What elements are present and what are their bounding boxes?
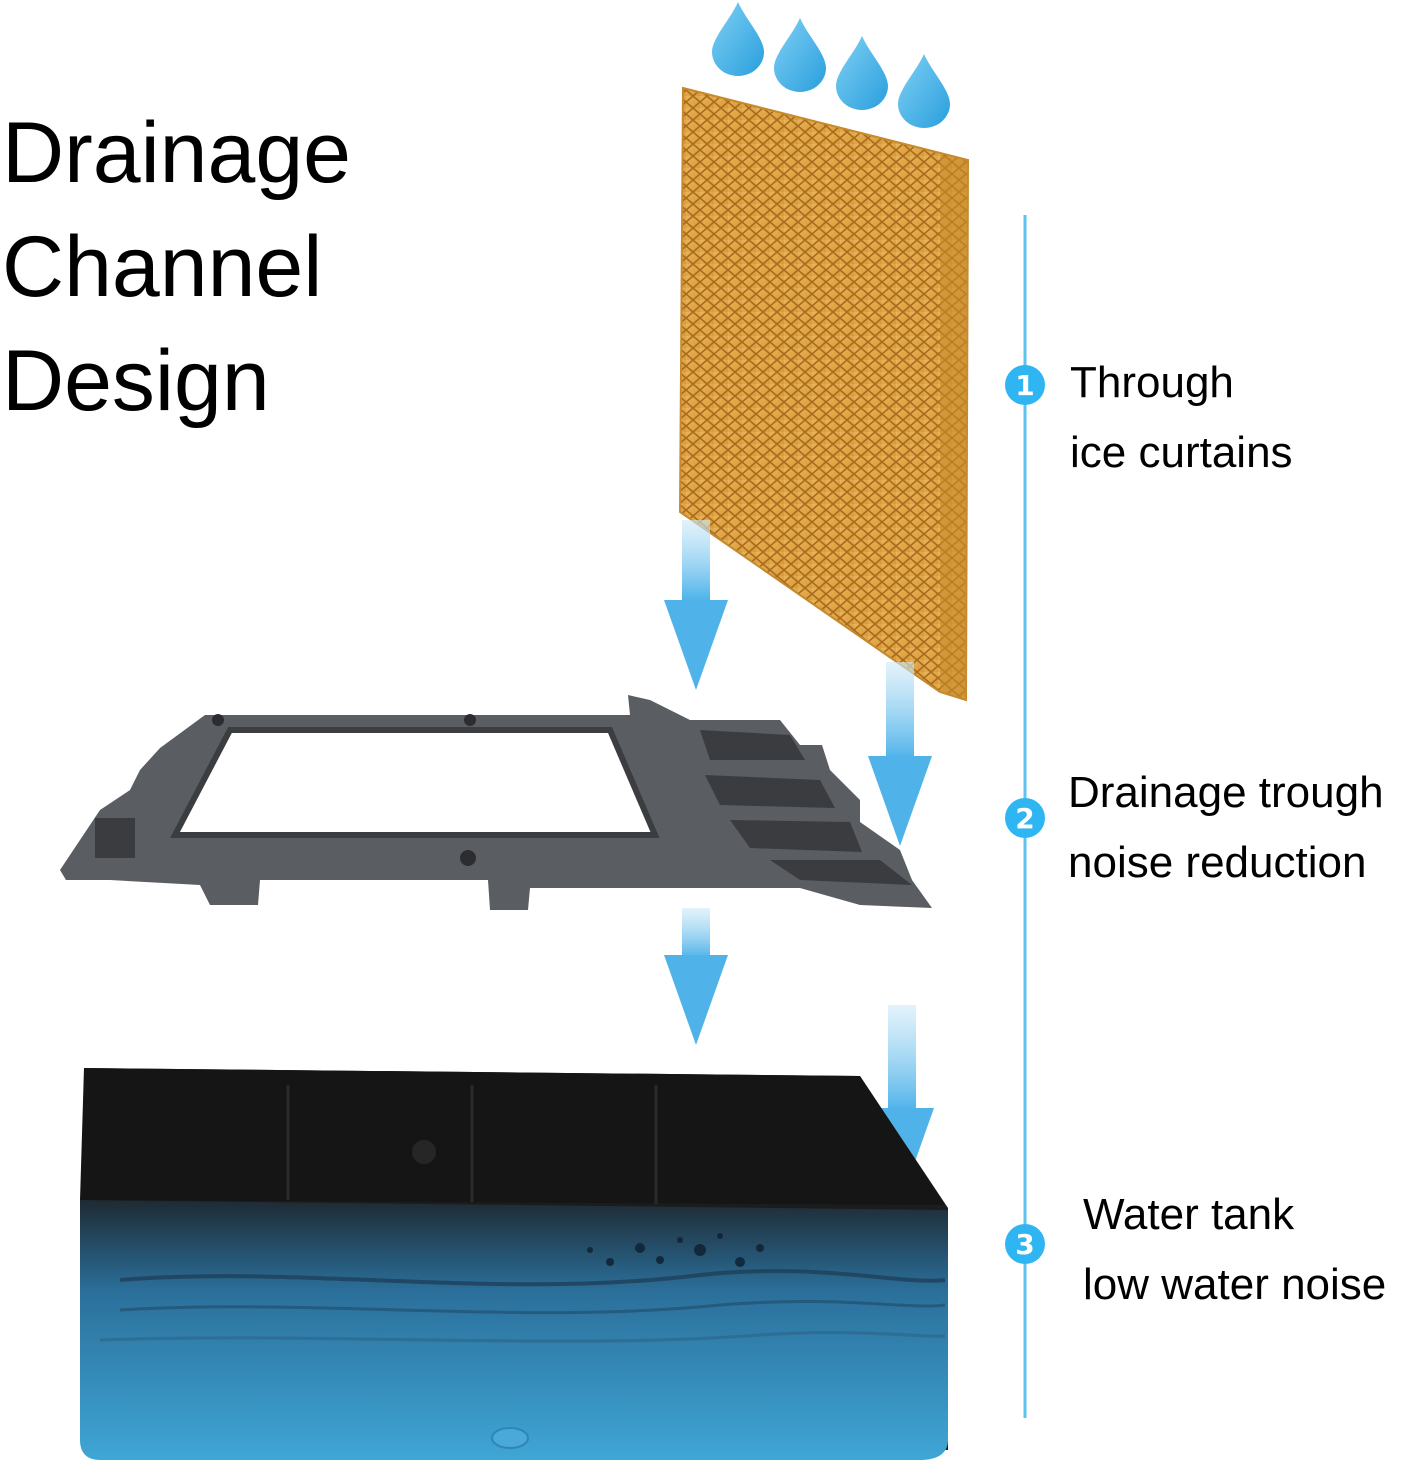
step-2-badge: 2 <box>1005 798 1045 838</box>
droplet-icon <box>836 36 888 110</box>
step-2-text: Drainage trough noise reduction <box>1068 758 1384 898</box>
step-3-badge: 3 <box>1005 1224 1045 1264</box>
arrow-down-icon <box>664 908 728 1045</box>
step-1-badge: 1 <box>1005 365 1045 405</box>
title-line-2: Channel <box>2 219 323 315</box>
step-3-line-2: low water noise <box>1083 1260 1387 1309</box>
step-3-line-1: Water tank <box>1083 1190 1295 1239</box>
arrow-down-icon <box>868 662 932 846</box>
step-1-text: Through ice curtains <box>1070 348 1293 488</box>
ice-curtain-pad <box>678 86 970 702</box>
page-title: Drainage Channel Design <box>2 96 351 438</box>
step-2-line-2: noise reduction <box>1068 838 1367 887</box>
droplet-icon <box>898 54 950 128</box>
title-line-3: Design <box>2 333 270 429</box>
step-1-line-2: ice curtains <box>1070 428 1293 477</box>
title-line-1: Drainage <box>2 105 351 201</box>
step-1-line-1: Through <box>1070 358 1234 407</box>
water-droplets <box>712 2 950 128</box>
water-tank <box>80 1068 948 1460</box>
drainage-trough <box>60 695 932 910</box>
arrow-down-icon <box>664 520 728 690</box>
step-3-text: Water tank low water noise <box>1083 1180 1386 1320</box>
droplet-icon <box>712 2 764 76</box>
droplet-icon <box>774 18 826 92</box>
step-2-line-1: Drainage trough <box>1068 768 1384 817</box>
